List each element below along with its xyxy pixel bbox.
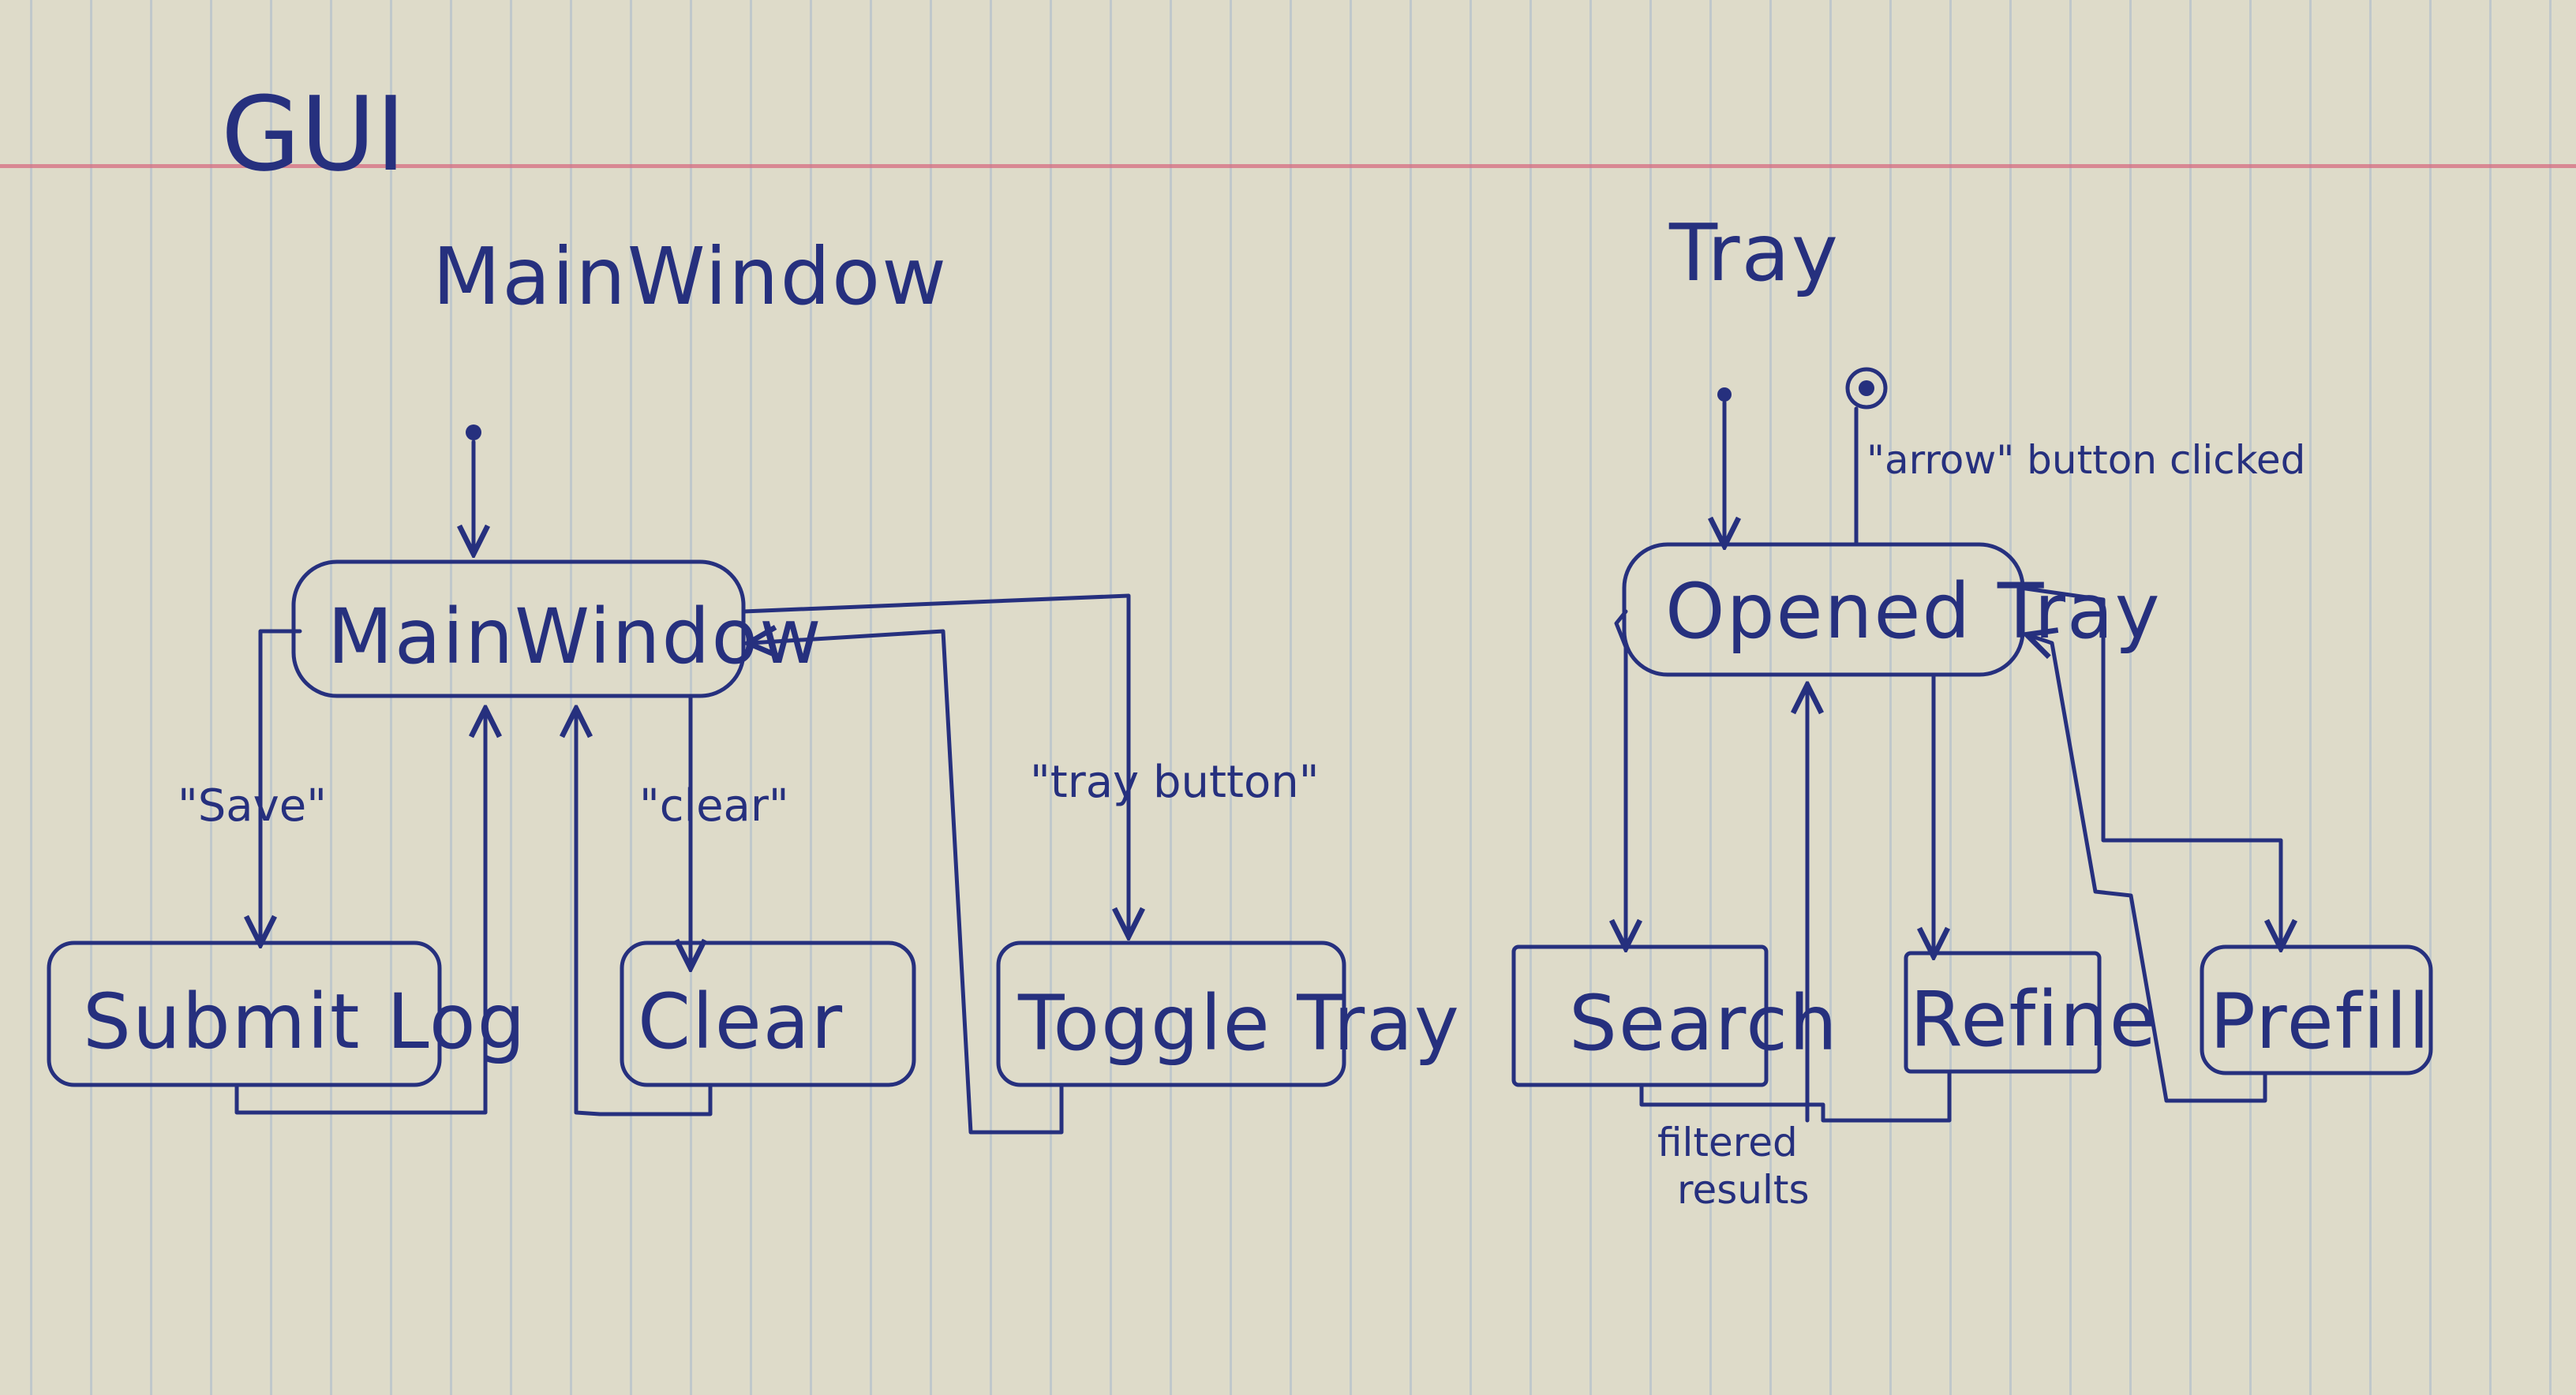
state-prefill-label: Prefill (2210, 978, 2431, 1066)
state-refine: Refine (1904, 951, 2158, 1074)
edge-toggle-return (750, 631, 1064, 1135)
edge-search-refine-bottom (1639, 1069, 1952, 1123)
edge-save-label: "Save" (178, 780, 327, 832)
edge-arrow-button-label: "arrow" button clicked (1866, 437, 2305, 483)
edge-prefill-return (2028, 635, 2267, 1103)
edge-clear-return (576, 710, 713, 1116)
edge-save (260, 629, 302, 943)
final-state-tray (1845, 367, 1888, 547)
initial-state-tray (1717, 387, 1732, 544)
state-prefill: Prefill (2200, 944, 2433, 1075)
state-submit-log: Submit Log (47, 941, 527, 1087)
state-opened-tray: Opened Tray (1622, 542, 2162, 677)
edge-submit-return (234, 710, 485, 1115)
state-refine-label: Refine (1910, 975, 2158, 1064)
state-search: Search (1511, 944, 1839, 1087)
state-opened-tray-label: Opened Tray (1665, 567, 2162, 656)
section-heading-main-window: MainWindow (432, 230, 948, 323)
section-heading-tray: Tray (1668, 207, 1840, 299)
initial-state-main (466, 424, 481, 552)
edge-filtered-label-line2: results (1677, 1167, 1810, 1213)
edge-to-prefill (2018, 585, 2281, 947)
diagram-title: GUI (221, 74, 406, 194)
state-toggle-tray-label: Toggle Tray (1017, 979, 1461, 1068)
state-main-window-label: MainWindow (328, 593, 823, 681)
state-search-label: Search (1569, 979, 1839, 1068)
edge-filtered-label-line1: filtered (1657, 1120, 1798, 1165)
edge-tray-button-label: "tray button" (1030, 757, 1319, 808)
edge-to-search (1616, 609, 1626, 947)
state-clear-label: Clear (638, 978, 844, 1066)
margin-line (0, 164, 2576, 168)
edge-clear-label: "clear" (639, 780, 789, 832)
state-toggle-tray: Toggle Tray (996, 941, 1461, 1087)
state-clear: Clear (620, 941, 916, 1087)
state-submit-log-label: Submit Log (83, 978, 527, 1066)
state-main-window: MainWindow (291, 559, 823, 698)
edge-tray-button (741, 593, 1129, 935)
